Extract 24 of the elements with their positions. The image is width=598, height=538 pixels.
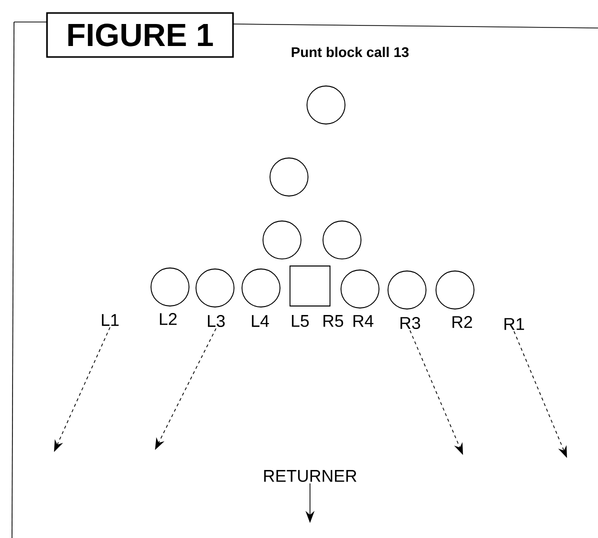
- player-circle: [340, 270, 380, 308]
- player-circle: [242, 268, 280, 308]
- player-label: L3: [208, 314, 225, 327]
- player-label: R4: [354, 315, 374, 327]
- player-label: L4: [252, 315, 269, 327]
- player-circle: [436, 270, 474, 310]
- player-circle: [150, 268, 190, 306]
- player-label: L1: [102, 314, 119, 326]
- player-label: R2: [452, 316, 472, 328]
- player-square: [290, 266, 330, 306]
- figure-heading: FIGURE 1: [46, 12, 234, 58]
- player-label: L5: [292, 315, 309, 327]
- player-label: R3: [400, 316, 420, 330]
- player-label: R5: [324, 315, 344, 327]
- player-label: R1: [504, 318, 524, 330]
- player-label: L2: [160, 313, 177, 325]
- player-circle: [322, 220, 362, 260]
- player-circle: [196, 268, 234, 308]
- player-circle: [306, 86, 346, 124]
- player-circle: [262, 220, 302, 260]
- title: Punt block call 13: [292, 46, 409, 58]
- player-circle: [270, 158, 308, 196]
- player-label: RETURNER: [264, 470, 356, 482]
- player-circle: [388, 270, 426, 310]
